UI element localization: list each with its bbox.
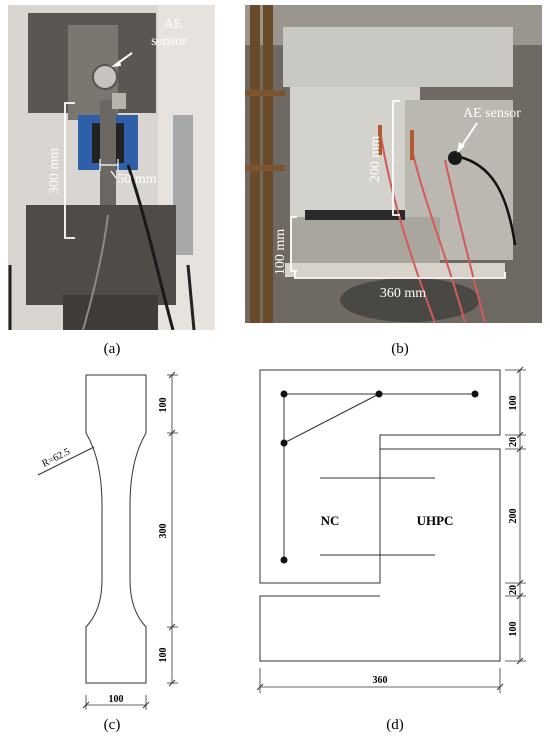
photo-a-gauge-length: 300 mm [47, 148, 62, 194]
photo-b-illustration: AE sensor 200 mm 100 mm 360 mm [245, 5, 542, 323]
dim-d-4: 20 [508, 585, 519, 595]
dim-bottom: 100 [158, 648, 169, 663]
photo-a-width-label: 50 mm [117, 172, 156, 187]
dim-d-1: 100 [508, 396, 519, 411]
drawing-d-svg: NC UHPC 100 20 200 20 100 360 [256, 366, 526, 693]
label-nc: NC [321, 513, 340, 528]
dim-middle: 300 [158, 524, 169, 539]
uhpc-block-outline [259, 448, 501, 662]
dim-d-width: 360 [373, 675, 388, 686]
photo-b-width-label: 360 mm [380, 286, 426, 301]
photo-b-sensor-label: AE sensor [463, 106, 521, 121]
dim-d-5: 100 [508, 622, 519, 637]
caption-d: (d) [386, 717, 404, 733]
photo-b-panel: AE sensor 200 mm 100 mm 360 mm [245, 5, 542, 323]
dogbone-outline [85, 374, 147, 684]
drawing-d-panel: NC UHPC 100 20 200 20 100 360 [250, 365, 540, 710]
dim-width: 100 [109, 694, 124, 705]
photo-b-base-label: 100 mm [273, 229, 288, 275]
dim-top: 100 [158, 398, 169, 413]
dim-d-3: 200 [508, 509, 519, 524]
dim-d-2: 20 [508, 437, 519, 447]
caption-c: (c) [103, 717, 121, 733]
photo-a-sensor-label-2: sensor [151, 34, 187, 49]
drawing-c-svg: R=62.5 100 300 100 100 [37, 371, 178, 710]
caption-b: (b) [391, 341, 409, 357]
label-uhpc: UHPC [417, 513, 454, 528]
nc-block-outline [259, 369, 501, 584]
photo-a-illustration: AE sensor 300 mm 50 mm [8, 5, 215, 330]
caption-a: (a) [103, 341, 121, 357]
photo-a-panel: AE sensor 300 mm 50 mm [8, 5, 215, 330]
photo-a-sensor-label-1: AE [164, 17, 183, 32]
drawing-c-panel: R=62.5 100 300 100 100 [30, 365, 230, 720]
photo-b-height-label: 200 mm [368, 136, 383, 182]
